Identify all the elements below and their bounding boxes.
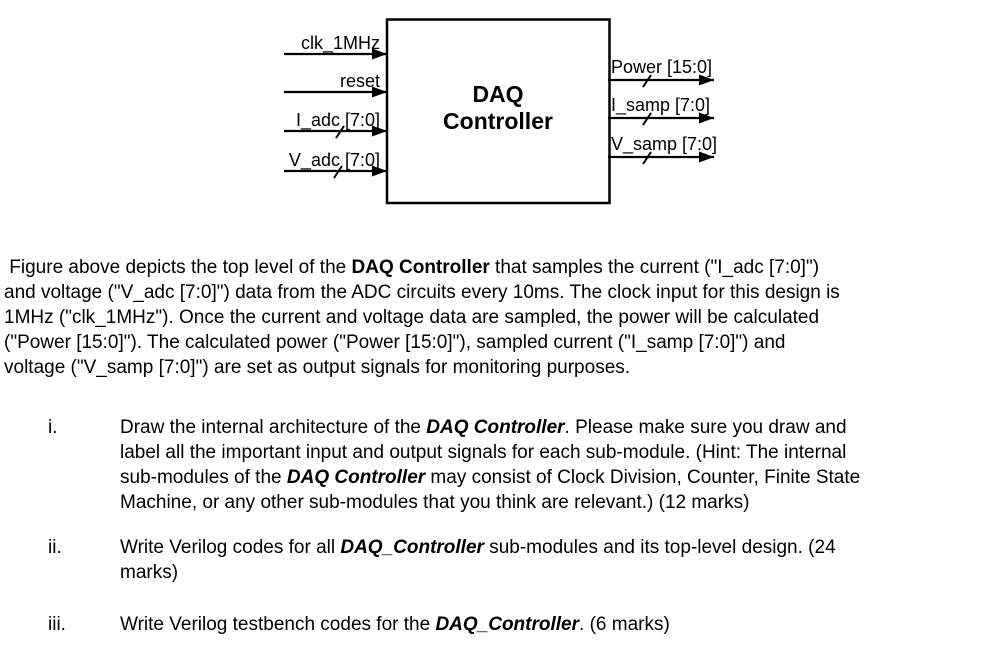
input-signal-clk-1mhz: clk_1MHz <box>284 33 387 60</box>
bus-width-slash-icon <box>642 151 652 165</box>
question-text: Write Verilog codes for all DAQ_Controll… <box>120 537 836 583</box>
input-signal-i-adc: I_adc [7:0] <box>284 110 387 139</box>
bus-width-slash-icon <box>333 165 343 179</box>
question-list: i. Draw the internal architecture of the… <box>0 415 1005 637</box>
daq-block-diagram: DAQ Controller clk_1MHz reset I_adc [7:0… <box>284 18 717 205</box>
figure-description: Figure above depicts the top level of th… <box>4 257 840 378</box>
block-title-line2: Controller <box>443 108 553 134</box>
output-signal-v-samp: V_samp [7:0] <box>608 134 717 165</box>
input-signal-reset: reset <box>284 71 387 98</box>
daq-controller-block <box>385 18 611 205</box>
input-signal-v-adc: V_adc [7:0] <box>284 150 387 179</box>
signal-label: V_adc [7:0] <box>289 150 380 171</box>
output-signal-power: Power [15:0] <box>608 57 714 88</box>
question-text: Draw the internal architecture of the DA… <box>120 417 861 513</box>
question-number: ii. <box>48 537 62 558</box>
question-item-iii: iii. Write Verilog testbench codes for t… <box>0 612 1005 637</box>
question-number: i. <box>48 417 58 438</box>
signal-label: I_adc [7:0] <box>296 110 380 131</box>
question-item-i: i. Draw the internal architecture of the… <box>0 415 1005 515</box>
signal-label: V_samp [7:0] <box>611 134 717 155</box>
signal-label: Power [15:0] <box>611 57 712 77</box>
bus-width-slash-icon <box>335 125 345 139</box>
bus-width-slash-icon <box>642 112 652 126</box>
signal-label: reset <box>340 71 380 91</box>
question-number: iii. <box>48 614 66 635</box>
signal-label: clk_1MHz <box>301 33 380 54</box>
question-text: Write Verilog testbench codes for the DA… <box>120 614 670 635</box>
question-item-ii: ii. Write Verilog codes for all DAQ_Cont… <box>0 535 1005 585</box>
signal-label: I_samp [7:0] <box>611 95 710 116</box>
bus-width-slash-icon <box>642 74 652 88</box>
block-title-line1: DAQ <box>472 81 523 107</box>
output-signal-i-samp: I_samp [7:0] <box>608 95 714 126</box>
